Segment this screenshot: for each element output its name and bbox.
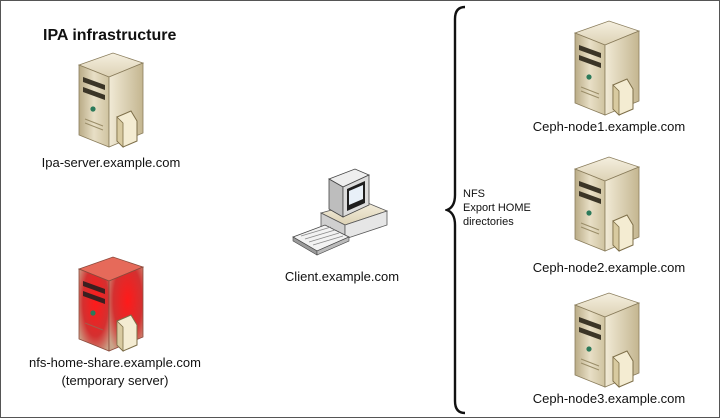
ceph-node1-server-icon: [574, 20, 640, 116]
ceph-node3-label: Ceph-node3.example.com: [532, 391, 686, 406]
diagram-title: IPA infrastructure: [43, 27, 177, 44]
ipa-server-icon: [78, 52, 144, 148]
client-label: Client.example.com: [284, 269, 400, 284]
nfs-export-note: NFS Export HOME directories: [463, 187, 531, 229]
nfs-share-server-icon: [77, 256, 145, 352]
ceph-node2-server-icon: [574, 156, 640, 252]
ceph-node3-server-icon: [574, 292, 640, 388]
nfs-note-line1: NFS: [463, 188, 485, 200]
nfs-share-sublabel: (temporary server): [61, 373, 169, 388]
client-computer-icon: [292, 168, 389, 256]
ipa-server-label: Ipa-server.example.com: [41, 155, 181, 170]
nfs-note-line3: directories: [463, 216, 514, 228]
ceph-node1-label: Ceph-node1.example.com: [532, 119, 686, 134]
curly-brace-connector: [445, 5, 466, 415]
nfs-share-label: nfs-home-share.example.com: [29, 355, 201, 370]
ceph-node2-label: Ceph-node2.example.com: [532, 260, 686, 275]
nfs-note-line2: Export HOME: [463, 202, 531, 214]
